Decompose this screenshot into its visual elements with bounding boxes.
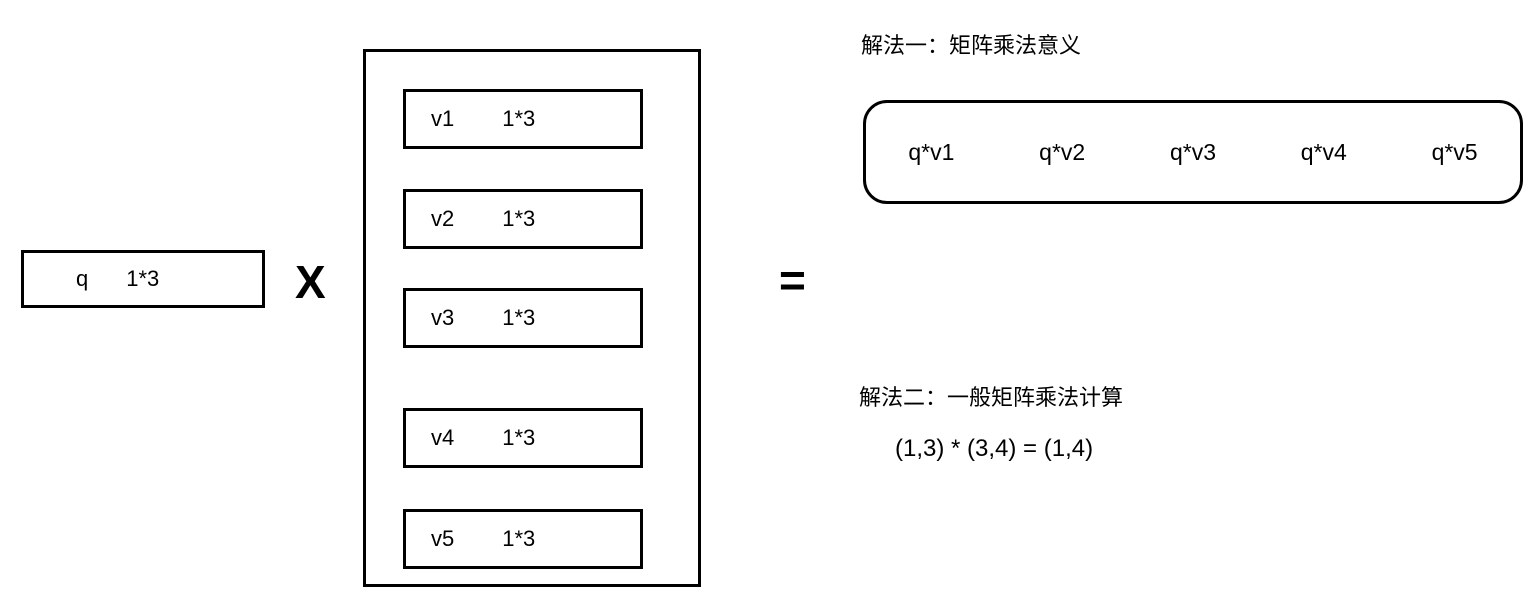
- v4-row-box: v4 1*3: [403, 408, 643, 468]
- q-vector-dims: 1*3: [126, 266, 160, 291]
- v1-dims: 1*3: [502, 106, 536, 131]
- v4-dims: 1*3: [502, 425, 536, 450]
- v1-label: v1: [431, 106, 455, 131]
- v5-row-box: v5 1*3: [403, 509, 643, 569]
- v2-dims: 1*3: [502, 206, 536, 231]
- v3-dims: 1*3: [502, 305, 536, 330]
- v5-dims: 1*3: [502, 526, 536, 551]
- q-vector-label: q: [76, 266, 89, 291]
- q-vector-box: q 1*3: [21, 250, 265, 308]
- solution1-result-box: q*v1 q*v2 q*v3 q*v4 q*v5: [863, 100, 1523, 204]
- v2-label: v2: [431, 206, 455, 231]
- equals-operator: =: [779, 254, 806, 306]
- v5-label: v5: [431, 526, 455, 551]
- result-qv2: q*v2: [1039, 138, 1086, 165]
- result-qv3: q*v3: [1169, 138, 1217, 165]
- result-qv4: q*v4: [1300, 138, 1347, 165]
- v2-row-box: v2 1*3: [403, 189, 643, 249]
- result-qv5: q*v5: [1431, 138, 1478, 165]
- solution2-title: 解法二：一般矩阵乘法计算: [859, 385, 1124, 410]
- multiply-operator: X: [295, 256, 326, 308]
- solution2-formula: (1,3) * (3,4) = (1,4): [895, 435, 1094, 462]
- result-qv1: q*v1: [908, 138, 955, 165]
- solution1-title: 解法一：矩阵乘法意义: [861, 33, 1082, 58]
- v3-row-box: v3 1*3: [403, 288, 643, 348]
- v1-row-box: v1 1*3: [403, 89, 643, 149]
- v3-label: v3: [431, 305, 455, 330]
- v-matrix-container: v1 1*3 v2 1*3 v3 1*3 v4 1*3 v5 1*3: [363, 49, 701, 587]
- v4-label: v4: [431, 425, 455, 450]
